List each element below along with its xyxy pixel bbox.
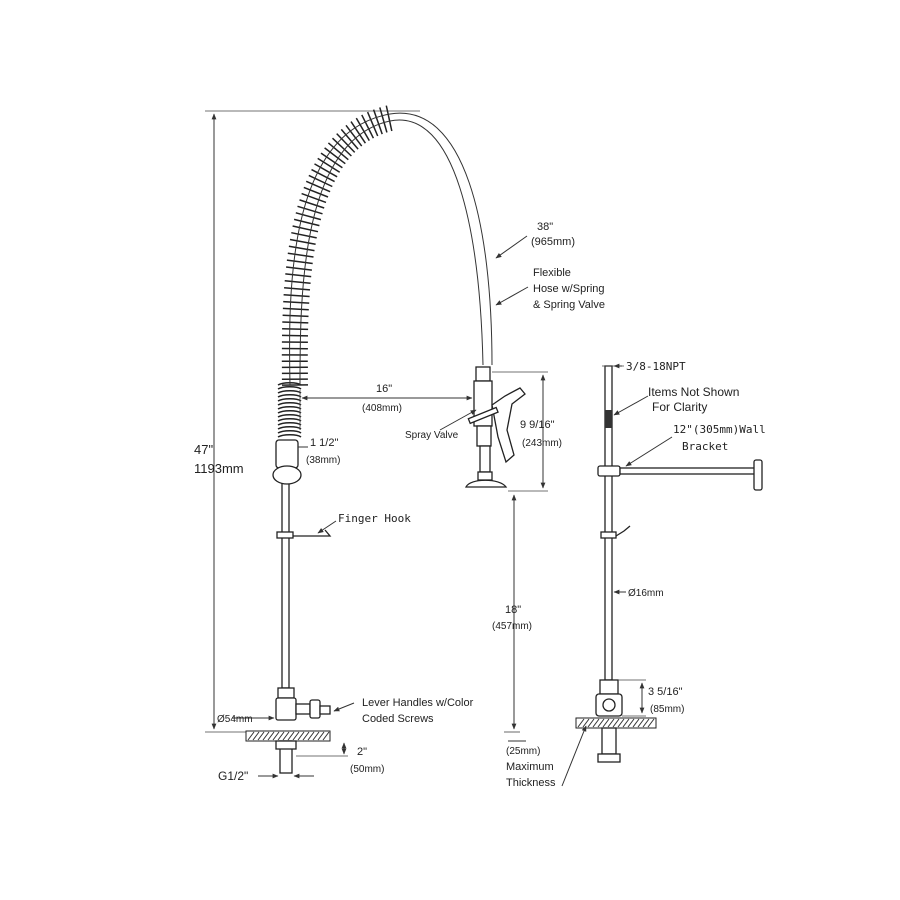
side-view [561,363,763,787]
spray-head-icon [464,479,508,488]
max-thick-line-2: Thickness [506,777,556,789]
spring-coil [277,105,393,438]
bracket-collar [597,465,621,477]
valve-clearance-mm-label: (457mm) [492,621,532,632]
spray-valve-label: Spray Valve [405,430,459,441]
pipe-dia-label: Ø16mm [628,588,664,599]
main-faucet [205,105,548,779]
valve-height-label: 9 9/16" [520,419,555,431]
spray-clip [467,406,499,425]
inlet-height-mm-label: (85mm) [650,704,684,715]
spray-trigger-icon [491,387,526,464]
valve-upper [277,687,295,699]
max-thick-mm-label: (25mm) [506,746,540,757]
shank-len-label: 2" [357,746,367,758]
side-inlet [597,753,621,763]
spring-dia-label: 1 1/2" [310,437,338,449]
side-valve-upper [599,679,619,695]
labels: 47" 1193mm 38" (965mm) Flexible Hose w/S… [194,221,766,789]
wall-bracket-line-1: 12"(305mm)Wall [673,423,766,436]
side-hook-collar [600,531,617,539]
spring-collar [275,439,299,469]
side-hook-icon [615,525,631,537]
wall-bracket-line-2: Bracket [682,440,728,453]
hose-length-label: 38" [537,221,553,233]
wall-plate [753,459,763,491]
valve-clearance-label: 18" [505,604,521,616]
finger-hook-label: Finger Hook [338,512,411,525]
wall-bracket-arm [619,467,756,475]
hose-length-mm-label: (965mm) [531,236,575,248]
max-thick-line-1: Maximum [506,761,554,773]
hose-connector [475,366,491,382]
reach-mm-label: (408mm) [362,403,402,414]
lever-handle-icon [309,699,321,719]
total-height-mm-label: 1193mm [194,461,244,476]
finger-hook-icon [293,529,332,537]
thread-label: G1/2" [218,769,248,783]
spray-nozzle [477,471,493,481]
riser-pipe [281,469,290,689]
spray-stem [479,445,491,473]
hose-desc-line-3: & Spring Valve [533,299,605,311]
npt-label: 3/8-18NPT [626,360,686,373]
valve-body [275,697,297,721]
spray-neck [476,425,492,447]
shank-len-mm-label: (50mm) [350,764,384,775]
inlet-height-label: 3 5/16" [648,686,683,698]
items-not-shown-1: Items Not Shown [648,385,739,399]
lock-nut [275,740,297,750]
side-valve-handle [602,698,616,712]
total-height-label: 47" [194,442,213,457]
reach-label: 16" [376,383,392,395]
items-not-shown-2: For Clarity [652,400,707,414]
side-shank [601,727,617,755]
lever-label-line-2: Coded Screws [362,713,434,725]
lever-label-line-1: Lever Handles w/Color [362,697,474,709]
base-dia-label: Ø54mm [217,714,253,725]
side-hidden-marker [605,410,612,428]
valve-stem [295,703,311,715]
valve-height-mm-label: (243mm) [522,438,562,449]
spring-base [272,465,302,485]
spring-dia-mm-label: (38mm) [306,455,340,466]
lever-screw [319,705,331,715]
finger-hook-collar [276,531,294,539]
hose-desc-line-2: Hose w/Spring [533,283,605,295]
hose-desc-line-1: Flexible [533,267,571,279]
